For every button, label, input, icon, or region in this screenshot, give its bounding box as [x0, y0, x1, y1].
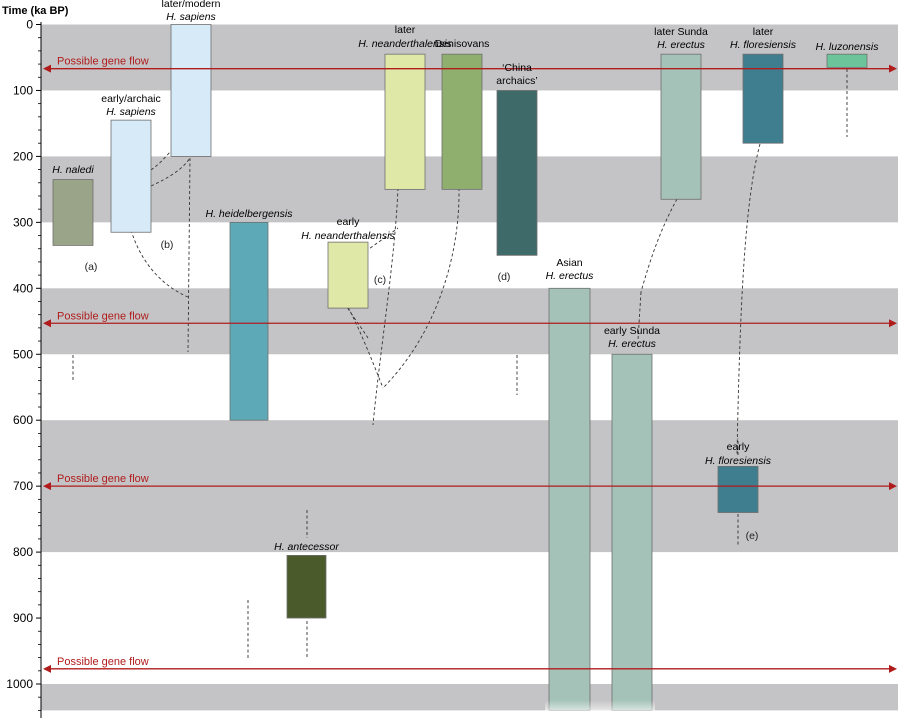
taxon-label-line1: early: [727, 441, 751, 453]
y-tick-label: 1000: [6, 677, 33, 691]
taxon-label-line1: later: [753, 26, 774, 38]
lineage-connector: [130, 229, 189, 298]
taxon-label-line2: H. neanderthalensis: [358, 38, 452, 50]
range-bar-luzonensis: [826, 53, 868, 68]
taxon-label-line2: H. heidelbergensis: [206, 208, 294, 220]
y-axis-ticks: 0 100 200 300 400 500 600 700 800 900 1000: [6, 18, 41, 711]
y-tick-label: 800: [13, 545, 33, 559]
note-label: (e): [746, 530, 759, 542]
taxon-label-line1: Asian: [556, 257, 582, 269]
taxon-label-line2: H. luzonensis: [815, 41, 879, 53]
taxon-label-line2: archaics’: [496, 75, 537, 87]
taxon-label-line1: later: [395, 24, 416, 36]
range-bar-china-archaics: [496, 90, 538, 256]
note-label: (d): [498, 271, 511, 283]
y-tick-label: 100: [13, 83, 33, 97]
y-axis: Time (ka BP): [2, 5, 69, 718]
taxon-label-line2: H. erectus: [657, 39, 706, 51]
taxon-label-line1: early/archaic: [101, 93, 161, 105]
time-band: [41, 684, 898, 711]
taxon-label-line2: H. sapiens: [166, 11, 216, 23]
taxon-label-line2: Denisovans: [435, 38, 490, 50]
lineage-connector: [187, 157, 191, 353]
range-bar-naledi: [52, 179, 94, 246]
taxon-label-line2: H. floresiensis: [705, 455, 772, 467]
range-bar-early-floresiensis: [717, 465, 759, 513]
lineage-connector: [382, 187, 460, 389]
note-label: (c): [374, 274, 386, 286]
taxon-label-line2: H. floresiensis: [730, 39, 797, 51]
gene-flow-arrowhead-left: [43, 482, 51, 491]
note-label: (a): [85, 261, 98, 273]
y-tick-label: 0: [26, 18, 33, 32]
range-bar-early-sunda-erectus: [611, 353, 653, 711]
lineage-connector: [637, 291, 642, 341]
range-bar-denisovans: [441, 53, 483, 190]
y-axis-title: Time (ka BP): [2, 5, 69, 17]
y-tick-label: 400: [13, 281, 33, 295]
y-tick-label: 300: [13, 215, 33, 229]
taxon-label-line1: early Sunda: [604, 325, 660, 337]
gene-flow-label: Possible gene flow: [57, 56, 149, 68]
taxon-label-line2: H. erectus: [608, 338, 657, 350]
y-tick-label: 600: [13, 413, 33, 427]
taxon-label-line2: H. naledi: [52, 164, 94, 176]
y-tick-label: 200: [13, 149, 33, 163]
gene-flow-arrowhead-right: [889, 482, 897, 491]
taxon-label-line1: later Sunda: [654, 26, 708, 38]
lineage-connector: [736, 143, 761, 456]
y-tick-label: 500: [13, 347, 33, 361]
y-tick-label: 900: [13, 611, 33, 625]
range-bar-asian-erectus: [548, 287, 591, 711]
lineage-connector: [372, 187, 399, 426]
gene-flow-arrowhead-left: [43, 319, 51, 328]
taxon-label-line2: H. erectus: [546, 270, 595, 282]
bottom-fade: [545, 700, 655, 718]
gene-flow-label: Possible gene flow: [57, 473, 149, 485]
gene-flow-arrowhead-right: [889, 64, 897, 73]
taxon-label-line1: early: [337, 216, 361, 228]
range-bar-later-neanderthalensis: [384, 53, 426, 190]
range-bar-antecessor: [286, 554, 327, 619]
range-bar-heidelbergensis: [229, 221, 269, 421]
gene-flow-label: Possible gene flow: [57, 656, 149, 668]
range-bar-modern-sapiens: [170, 24, 212, 157]
gene-flow-arrowhead-left: [43, 64, 51, 73]
lineage-connector: [640, 198, 678, 293]
gene-flow-arrowhead-right: [889, 664, 897, 673]
gene-flow-label: Possible gene flow: [57, 310, 149, 322]
gene-flow-arrowhead-right: [889, 319, 897, 328]
gene-flow-arrowhead-left: [43, 664, 51, 673]
lineage-connectors: [72, 69, 848, 660]
y-tick-label: 700: [13, 479, 33, 493]
taxon-label-line1: later/modern: [162, 0, 221, 10]
range-bar-later-floresiensis: [742, 53, 784, 144]
range-bar-later-sunda-erectus: [660, 53, 702, 200]
taxon-label-line2: H. antecessor: [274, 541, 339, 553]
taxon-label-line2: H. neanderthalensis: [301, 230, 395, 242]
range-bar-early-neanderthalensis: [327, 241, 369, 309]
taxon-ranges: [52, 24, 868, 711]
taxon-label-line1: ‘China: [502, 62, 532, 74]
range-bar-archaic-sapiens: [110, 119, 152, 233]
note-label: (b): [161, 239, 174, 251]
lineage-connector: [150, 157, 191, 187]
time-band: [41, 288, 898, 355]
lineage-connector: [347, 306, 384, 389]
taxon-label-line2: H. sapiens: [106, 106, 156, 118]
